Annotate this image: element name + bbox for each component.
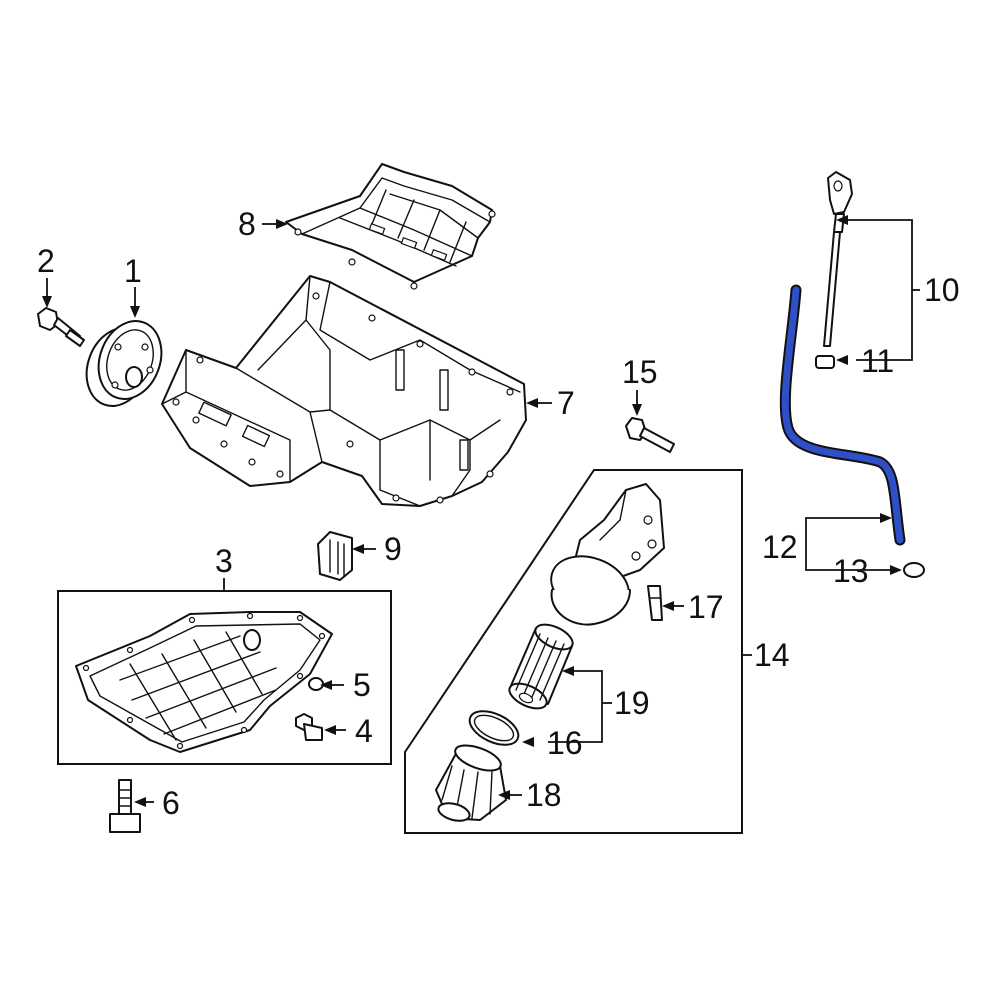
callout-4: 4 [355,713,373,749]
washer-5 [308,677,324,691]
callout-11: 11 [861,343,894,379]
callout-16: 16 [547,725,583,761]
callout-7: 7 [557,385,575,421]
pulley-bolt [37,307,85,347]
callout-6: 6 [162,785,180,821]
oil-filter-group-box [404,469,743,834]
callout-1: 1 [124,253,142,289]
callout-12: 12 [762,529,798,565]
callout-19: 19 [614,685,650,721]
leader-lines [42,215,920,807]
callout-3: 3 [215,543,233,579]
callout-13: 13 [833,553,869,589]
callout-18: 18 [526,777,562,813]
o-ring-13 [903,562,925,578]
callout-2: 2 [37,243,55,279]
dipstick [823,171,853,347]
callout-5: 5 [353,667,371,703]
bracket-9 [317,531,353,581]
upper-oil-pan [161,275,527,507]
callout-8: 8 [238,206,256,242]
oil-filter-cap [435,744,507,822]
callout-17: 17 [688,589,724,625]
oil-filter-housing [550,483,665,626]
callout-15: 15 [622,354,658,390]
callout-labels: 1 2 3 4 5 6 7 8 9 10 11 12 13 14 15 16 1… [37,206,960,821]
callout-14: 14 [754,637,790,673]
crankshaft-pulley [85,320,163,407]
oil-filter-element [508,623,574,710]
baffle-plate [285,163,496,290]
bolt-15 [625,417,675,453]
o-ring-16-inner [473,714,515,742]
drain-plug-4 [295,713,323,741]
callout-10: 10 [924,272,960,308]
lower-oil-pan [75,611,333,753]
clip-17 [647,585,663,621]
bolt-6 [109,779,141,833]
o-ring-16 [468,710,520,746]
dipstick-tube [779,284,906,546]
dipstick-tip [815,355,835,369]
callout-9: 9 [384,531,402,567]
